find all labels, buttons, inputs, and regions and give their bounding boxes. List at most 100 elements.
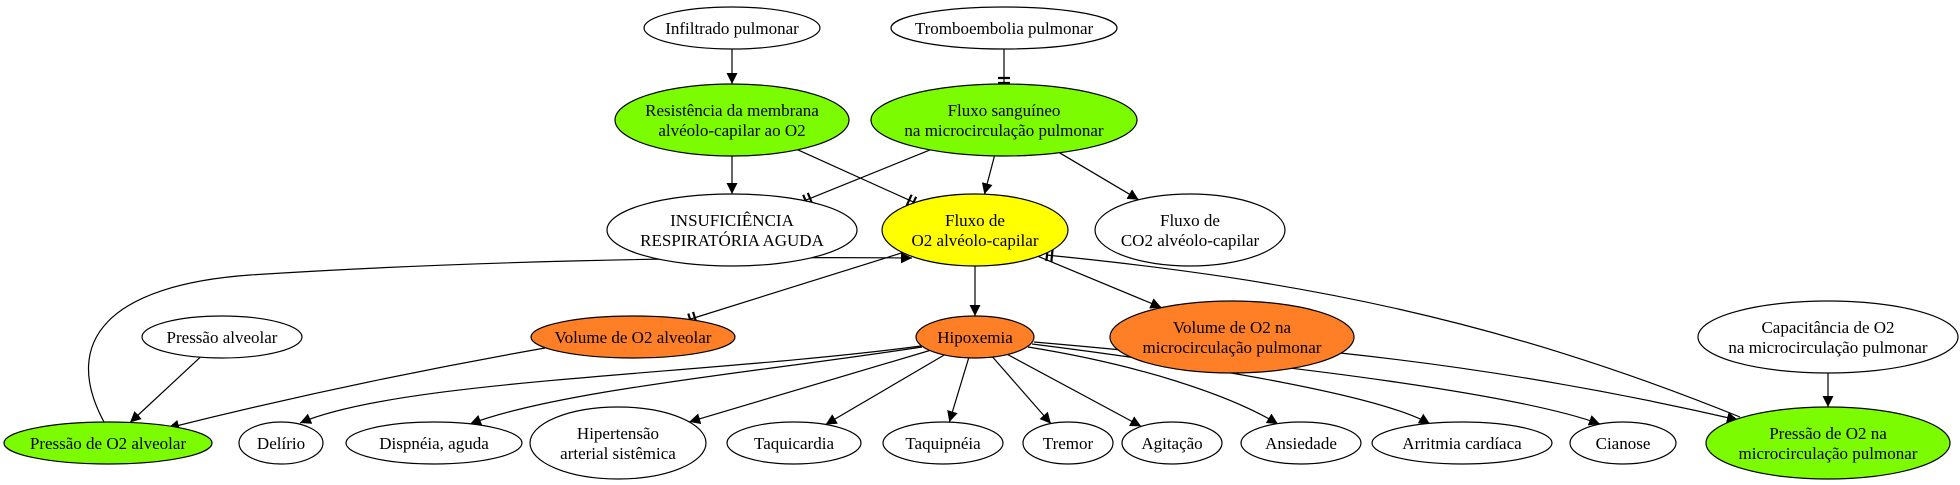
node-tremor: Tremor xyxy=(1022,421,1114,465)
node-label: Taquipnéia xyxy=(905,434,981,453)
node-shape xyxy=(1705,406,1951,480)
node-label: Fluxo de xyxy=(945,211,1005,230)
node-shape xyxy=(870,83,1138,157)
node-label: Tromboembolia pulmonar xyxy=(915,19,1094,38)
node-label: Pressão alveolar xyxy=(167,328,278,347)
node-label: Pressão de O2 na xyxy=(1769,424,1887,443)
edge-vol_o2_micro-to-pressao_o2_micro xyxy=(1339,352,1739,423)
node-trombo: Tromboembolia pulmonar xyxy=(890,6,1118,50)
node-label: arterial sistêmica xyxy=(560,444,676,463)
edge-hipoxemia-to-tremor xyxy=(992,356,1052,424)
node-label: na microcirculação pulmonar xyxy=(904,121,1104,140)
node-label: Capacitância de O2 xyxy=(1761,318,1894,337)
node-label: Dispnéia, aguda xyxy=(379,434,489,453)
node-label: Volume de O2 na xyxy=(1173,318,1292,337)
node-shape xyxy=(643,6,821,50)
node-label: Infiltrado pulmonar xyxy=(665,19,799,38)
node-label: O2 alvéolo-capilar xyxy=(912,231,1039,250)
edge-pressao_alv-to-pressao_o2_alv xyxy=(129,356,201,423)
node-shape xyxy=(1371,421,1553,465)
node-label: alvéolo-capilar ao O2 xyxy=(658,121,805,140)
node-label: Cianose xyxy=(1596,434,1651,453)
node-shape xyxy=(1121,421,1223,465)
node-label: microcirculação pulmonar xyxy=(1143,338,1322,357)
node-shape xyxy=(238,421,324,465)
node-shape xyxy=(606,193,858,267)
edge-hipoxemia-to-arritmia xyxy=(1031,343,1431,425)
node-dispneia: Dispnéia, aguda xyxy=(345,421,523,465)
node-shape xyxy=(141,315,303,359)
edge-fluxo_sang-to-insuf xyxy=(802,149,931,207)
node-pressao-o2-alv: Pressão de O2 alveolar xyxy=(3,421,213,465)
node-pressao-alv: Pressão alveolar xyxy=(141,315,303,359)
node-label: RESPIRATÓRIA AGUDA xyxy=(640,231,824,250)
node-label: Hipertensão xyxy=(577,424,659,443)
node-label: Hipoxemia xyxy=(937,328,1013,347)
node-label: CO2 alvéolo-capilar xyxy=(1121,231,1260,250)
node-ansiedade: Ansiedade xyxy=(1240,421,1362,465)
node-label: Resistência da membrana xyxy=(645,101,819,120)
edge-hipoxemia-to-dispneia xyxy=(469,346,923,426)
edge-hipoxemia-to-ansiedade xyxy=(1027,346,1279,425)
edge-resistencia-to-fluxo_o2 xyxy=(797,149,918,209)
node-cianose: Cianose xyxy=(1569,421,1677,465)
node-label: Delírio xyxy=(257,434,305,453)
node-taquipneia: Taquipnéia xyxy=(882,421,1004,465)
edge-pressao_o2_micro-to-fluxo_o2 xyxy=(1045,249,1741,418)
node-shape xyxy=(726,421,862,465)
node-label: microcirculação pulmonar xyxy=(1739,444,1918,463)
edge-hipoxemia-to-hipertensao xyxy=(689,349,930,425)
node-label: Fluxo sanguíneo xyxy=(948,101,1061,120)
node-label: Fluxo de xyxy=(1160,211,1220,230)
node-shape xyxy=(614,83,850,157)
node-delirio: Delírio xyxy=(238,421,324,465)
node-shape xyxy=(3,421,213,465)
node-hipoxemia: Hipoxemia xyxy=(915,315,1035,359)
node-infiltrado: Infiltrado pulmonar xyxy=(643,6,821,50)
node-shape xyxy=(530,315,736,359)
node-label: Arritmia cardíaca xyxy=(1402,434,1522,453)
edge-hipoxemia-to-taquipneia xyxy=(947,357,970,423)
edge-vol_o2_alv-to-pressao_o2_alv xyxy=(167,347,546,431)
node-label: Ansiedade xyxy=(1265,434,1337,453)
node-shape xyxy=(1022,421,1114,465)
edge-hipoxemia-to-taquicardia xyxy=(825,354,945,426)
node-label: Volume de O2 alveolar xyxy=(555,328,712,347)
nodes-layer: Infiltrado pulmonar Tromboembolia pulmona… xyxy=(3,6,1959,480)
edge-fluxo_sang-to-fluxo_o2 xyxy=(981,155,996,195)
node-shape xyxy=(915,315,1035,359)
edges-layer xyxy=(87,49,1834,431)
node-label: na microcirculação pulmonar xyxy=(1728,338,1928,357)
node-vol-o2-alv: Volume de O2 alveolar xyxy=(530,315,736,359)
node-label: INSUFICIÊNCIA xyxy=(670,211,794,230)
node-shape xyxy=(882,421,1004,465)
node-shape xyxy=(890,6,1118,50)
node-shape xyxy=(881,193,1069,267)
node-shape xyxy=(1109,300,1355,374)
edge-fluxo_sang-to-fluxo_co2 xyxy=(1059,152,1140,201)
node-arritmia: Arritmia cardíaca xyxy=(1371,421,1553,465)
node-label: Pressão de O2 alveolar xyxy=(30,434,187,453)
node-label: Tremor xyxy=(1043,434,1094,453)
node-shape xyxy=(1697,300,1959,374)
edge-fluxo_o2-to-vol_o2_alv xyxy=(687,252,903,326)
node-shape xyxy=(1240,421,1362,465)
edge-hipoxemia-to-delirio xyxy=(299,345,922,424)
node-taquicardia: Taquicardia xyxy=(726,421,862,465)
node-shape xyxy=(1094,193,1286,267)
edge-fluxo_o2-to-vol_o2_micro xyxy=(1038,255,1162,309)
node-shape xyxy=(1569,421,1677,465)
node-shape xyxy=(345,421,523,465)
node-label: Agitação xyxy=(1141,434,1202,453)
node-agitacao: Agitação xyxy=(1121,421,1223,465)
node-shape xyxy=(529,406,707,480)
